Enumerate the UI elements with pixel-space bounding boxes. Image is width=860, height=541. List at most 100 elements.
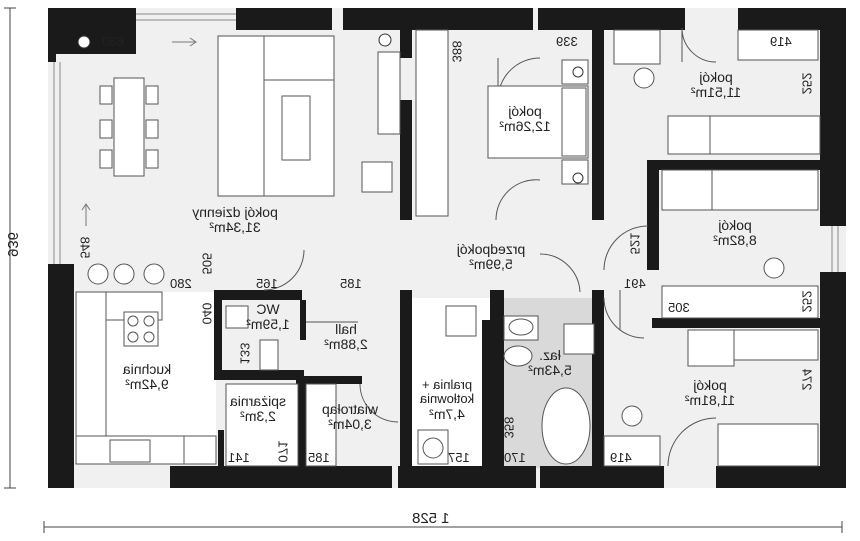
room-label-room1: pokój 12,26m²: [480, 103, 570, 135]
room-name: pokój: [699, 69, 733, 85]
dim-text: 388: [449, 40, 465, 63]
room-name: kuchnia: [122, 361, 172, 377]
dim-305: 305: [668, 300, 690, 315]
dim-141: 141: [228, 450, 250, 465]
dim-text: 521: [627, 232, 643, 255]
dim-630: 630: [102, 34, 124, 49]
dim-text: 280: [170, 276, 192, 291]
dim-text: 185: [340, 276, 362, 291]
room-area: 3,04m²: [328, 416, 372, 433]
room-name: pokój: [508, 103, 542, 119]
room-name: pokój dzienny: [192, 204, 278, 220]
room-area: 4,7m²: [429, 405, 465, 422]
dim-505: 505: [199, 253, 214, 275]
dim-419a: 419: [770, 34, 792, 49]
dim-text: 505: [199, 252, 215, 275]
dim-text: 491: [624, 276, 646, 291]
room-name: pokój: [718, 217, 752, 233]
dim-text: 274: [799, 368, 815, 391]
furniture: [75, 29, 821, 467]
dim-text: 040: [199, 302, 215, 325]
room-label-kitchen: kuchnia 9,42m²: [112, 361, 182, 393]
room-label-pantry: spiżarnia 2,3m²: [220, 393, 296, 425]
room-area: 8,82m²: [713, 232, 757, 249]
direction-arrows: [81, 37, 197, 226]
room-label-vestibule: wiatrołap 3,04m²: [310, 401, 390, 433]
dim-419b: 419: [610, 450, 632, 465]
room-area: 9,42m²: [125, 376, 169, 393]
dim-388: 388: [449, 41, 464, 63]
dim-total-height: 936: [4, 232, 21, 257]
dim-text: 071: [275, 440, 291, 463]
dim-040: 040: [199, 303, 214, 325]
dim-133: 133: [237, 343, 252, 365]
dim-185a: 185: [340, 276, 362, 291]
room-name: łaz.: [539, 347, 561, 363]
room-area: 11,81m²: [684, 392, 736, 409]
room-area: 11,51m²: [690, 84, 742, 101]
room-area: 1,59m²: [246, 316, 290, 333]
dim-491: 491: [624, 276, 646, 291]
dim-text: 1 528: [412, 510, 450, 527]
dim-text: 358: [501, 416, 517, 439]
room-area: 2,3m²: [240, 408, 276, 425]
dim-280: 280: [170, 276, 192, 291]
room-label-hallway: przedpokój 5,99m²: [436, 241, 546, 273]
room-label-bathroom: łaz. 5,43m²: [520, 347, 580, 379]
room-label-room2: pokój 11,51m²: [676, 69, 756, 101]
interior-walls: [214, 28, 822, 470]
thermostat-icons: [77, 33, 584, 184]
dim-text: 252: [799, 290, 815, 313]
dim-548: 548: [77, 237, 92, 259]
room-area: 2,88m²: [324, 336, 368, 353]
room-name: WC: [256, 301, 280, 317]
dim-274: 274: [799, 369, 814, 391]
door-swings: [263, 27, 717, 467]
dim-text: 157: [448, 450, 470, 465]
dim-358: 358: [501, 417, 516, 439]
room-area: 5,43m²: [528, 362, 572, 379]
dim-071: 071: [275, 441, 290, 463]
room-area: 5,99m²: [469, 256, 513, 273]
room-name: przedpokój: [456, 241, 526, 257]
dimension-lines: [4, 7, 843, 533]
dim-339: 339: [556, 34, 578, 49]
room-area: 12,26m²: [499, 118, 551, 135]
dim-170: 170: [504, 450, 526, 465]
dim-text: 165: [256, 276, 278, 291]
dim-text: 630: [102, 34, 124, 49]
room-label-hall: hall 2,88m²: [318, 321, 374, 353]
dim-text: 339: [556, 34, 578, 49]
dim-521: 521: [627, 233, 642, 255]
exterior-walls: [48, 8, 846, 488]
dim-text: 305: [668, 300, 690, 315]
dim-text: 936: [4, 231, 22, 258]
dim-text: 185: [308, 450, 330, 465]
dim-text: 141: [228, 450, 250, 465]
dim-185b: 185: [308, 450, 330, 465]
dim-157: 157: [448, 450, 470, 465]
room-label-living: pokój dzienny 31,34m²: [170, 204, 300, 236]
dim-text: 133: [237, 342, 253, 365]
dim-252a: 252: [799, 73, 814, 95]
dim-text: 419: [770, 34, 792, 49]
dim-text: 170: [504, 450, 526, 465]
room-label-room4: pokój 11,81m²: [670, 377, 750, 409]
room-area: 31,34m²: [209, 219, 261, 236]
room-label-room3: pokój 8,82m²: [700, 217, 770, 249]
room-label-laundry: pralnia + kotłownia 4,7m²: [402, 377, 492, 422]
room-name: hall: [335, 321, 357, 337]
dim-text: 419: [610, 450, 632, 465]
room-name: spiżarnia: [229, 393, 287, 409]
dim-text: 252: [799, 72, 815, 95]
dim-252b: 252: [799, 291, 814, 313]
dim-165: 165: [256, 276, 278, 291]
room-name: pralnia + kotłownia: [419, 377, 475, 407]
room-label-wc: WC 1,59m²: [240, 301, 296, 333]
dim-text: 548: [77, 236, 93, 259]
dim-total-width: 1 528: [412, 510, 450, 527]
room-name: pokój: [693, 377, 727, 393]
room-name: wiatrołap: [321, 401, 379, 417]
windows: [53, 13, 839, 272]
